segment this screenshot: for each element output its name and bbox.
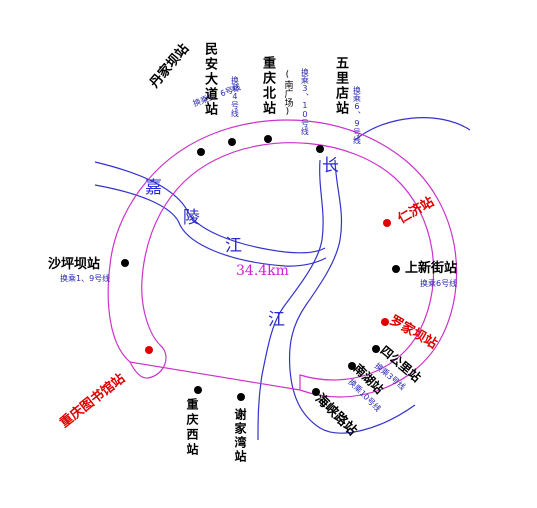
yangtze-river-east [288,159,416,434]
station-shapingba-transfer: 换乘1、9号线 [60,274,111,283]
station-chongqing-north-transfer: 换乘3、10号线 [300,68,310,135]
station-chongqing-west-label: 重庆西站 [185,398,199,458]
station-minan-label: 民安大道站 [202,42,217,117]
station-chongqing-north-dot [264,135,272,143]
station-shangxinjie-dot [392,265,400,273]
station-luojiaba-dot [381,318,389,326]
station-shapingba-dot [121,259,129,267]
yangtze-river-west [257,159,324,441]
station-sigongli-dot [372,345,380,353]
station-xiejiawan-dot [237,393,245,401]
station-haixialu-dot [312,388,320,396]
yangtze-river-top [354,117,471,141]
loop-line-outline [107,119,458,398]
river-label-chang: 长 [322,156,339,176]
station-minan-transfer: 换乘4号线 [230,76,240,117]
station-danjiaba-dot [197,148,205,156]
station-chongqing-north-sub: (南广场) [282,70,293,117]
station-shangxinjie-label: 上新街站 [405,261,458,276]
station-shapingba-label: 沙坪坝站 [48,257,101,272]
station-wulidian-label: 五里店站 [333,56,348,116]
jialing-river-upper [94,161,326,254]
station-chongqing-west-dot [194,386,202,394]
station-nanhu-dot [348,362,356,370]
station-wulidian-dot [316,145,324,153]
station-chongqing-north-label: 重庆北站 [260,56,275,116]
station-minan-dot [228,138,236,146]
station-library-dot [145,346,153,354]
river-label-jia: 嘉 [145,178,162,198]
river-label-jiang-yangtze: 江 [268,310,285,330]
station-xiejiawan-label: 谢家湾站 [233,408,247,464]
station-shangxinjie-transfer: 换乘6号线 [420,279,458,288]
station-wulidian-transfer: 换乘6、9号线 [352,86,362,144]
river-label-jiang-jialing: 江 [225,236,242,256]
distance-label: 34.4km [236,263,289,279]
river-label-ling: 陵 [183,208,200,228]
jialing-river-lower [94,184,327,267]
station-renji-dot [383,219,391,227]
